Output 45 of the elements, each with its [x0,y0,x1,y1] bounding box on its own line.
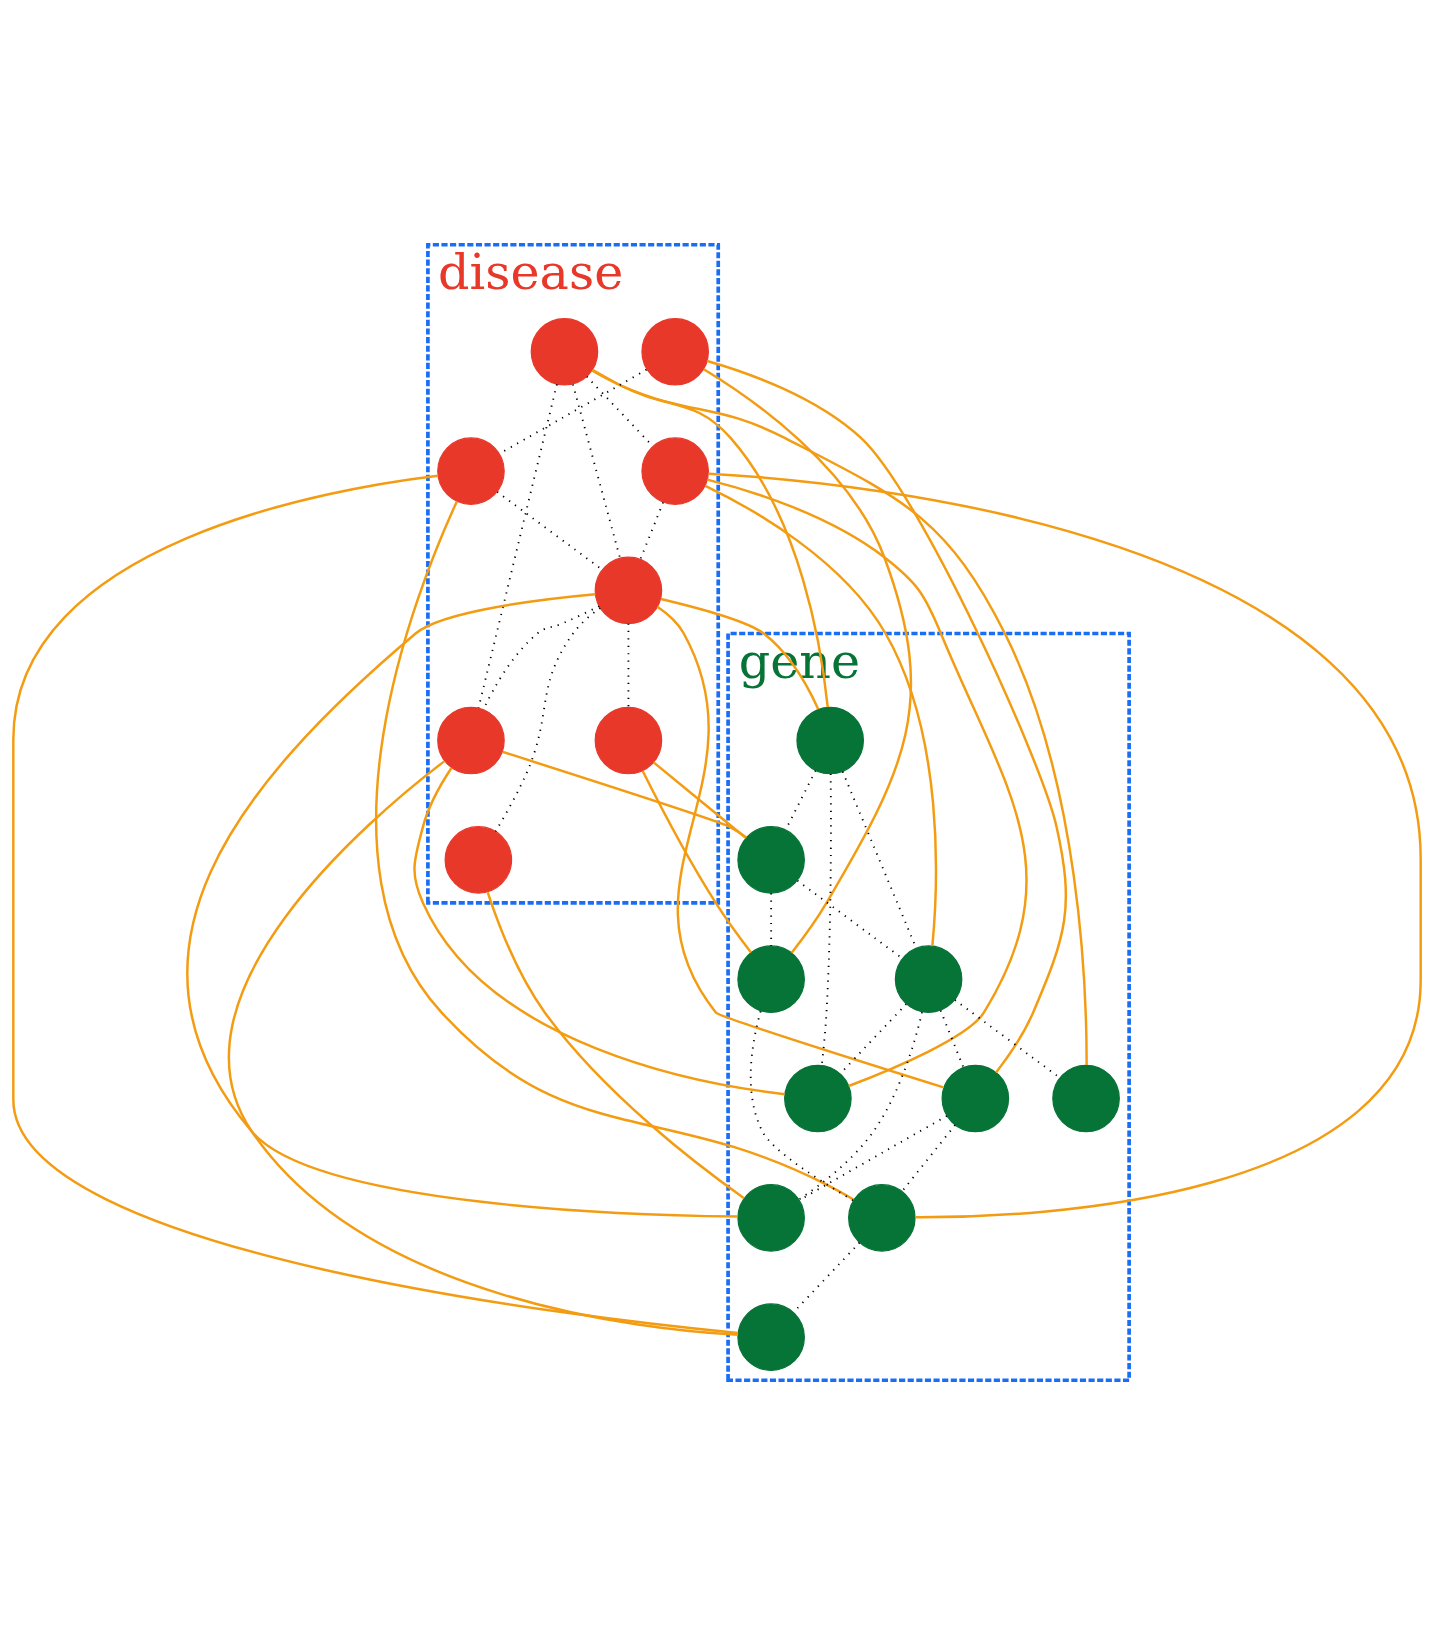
connector [502,750,748,839]
node-circle [437,706,505,775]
cluster: disease [426,242,721,905]
connector [707,478,1028,1088]
connector [12,474,739,1335]
connector [592,369,829,708]
node-circle [796,706,864,775]
connector [627,622,630,708]
node-circle [737,945,805,1014]
connector [652,761,747,839]
node-circle [444,826,513,894]
connector [227,760,739,1337]
connector [375,500,855,1201]
connector [591,369,1088,1065]
connector [572,383,621,559]
node-circle [1052,1064,1120,1133]
node-circle [530,317,599,386]
connector [798,1011,924,1201]
connector [749,1010,855,1202]
connector [641,770,752,954]
connector [477,383,558,709]
connector [656,605,944,1089]
node-circle [784,1064,852,1133]
connector [413,767,785,1096]
connector [494,607,602,833]
node-circle [737,826,805,894]
connector [703,368,913,954]
node-circle [594,706,663,775]
connector [704,484,938,947]
connector [706,359,1068,1074]
node-circle [941,1064,1010,1133]
node-circle [594,556,663,625]
node-circle [848,1184,916,1252]
node-circle [641,317,709,386]
node-circle [437,437,505,505]
node-circle [894,945,963,1014]
connector [186,593,738,1218]
connector [639,501,665,561]
connector [486,891,745,1200]
node-circle [737,1303,805,1371]
connector [708,472,1422,1219]
connector [939,1009,965,1069]
connector [901,1124,956,1193]
node-circle [737,1184,805,1252]
node-circle [641,437,709,505]
